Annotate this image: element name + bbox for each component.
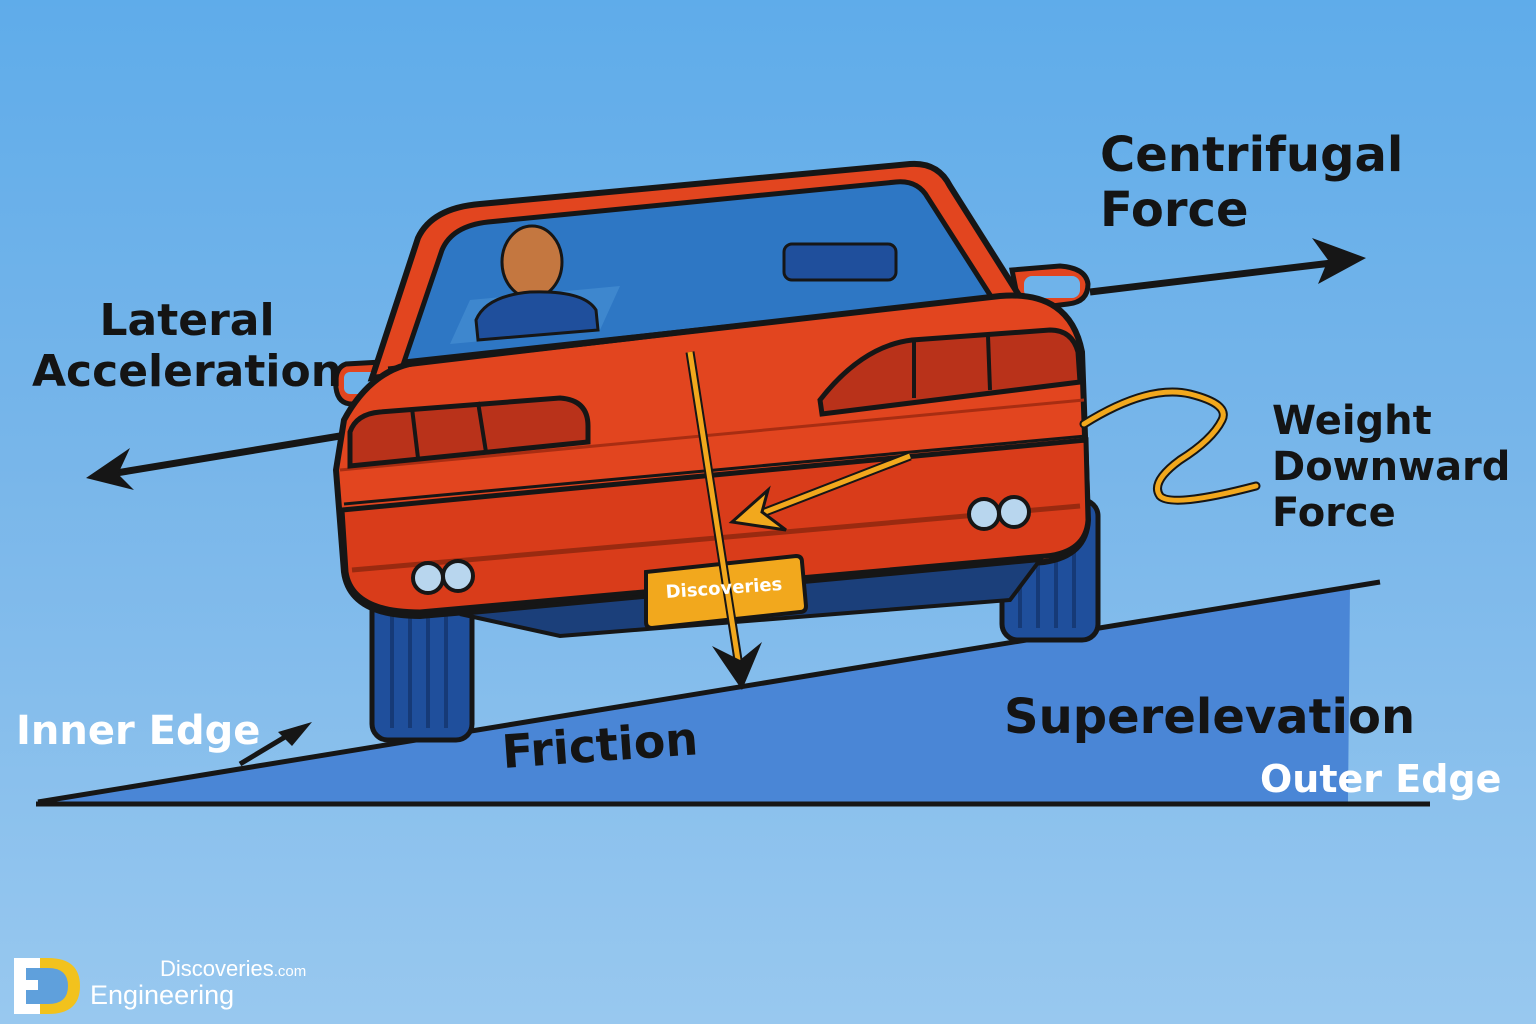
- engineering-discoveries-logo[interactable]: Discoveries.com Engineering: [10, 952, 340, 1018]
- outer-edge-label: Outer Edge: [1260, 757, 1502, 801]
- weight-line1: Weight: [1272, 398, 1432, 444]
- logo-suffix: .com: [273, 963, 307, 980]
- left-taillight: [347, 395, 591, 469]
- lateral-acceleration-label: Lateral Acceleration: [32, 295, 343, 397]
- centrifugal-force-label: Centrifugal Force: [1100, 127, 1404, 239]
- right-exhaust: [967, 495, 1031, 531]
- logo-line1: Discoveries.com: [160, 956, 306, 982]
- inner-edge-arrow: [238, 722, 312, 767]
- weight-downward-arrow: [685, 351, 762, 690]
- lateral-component-arrow: [728, 451, 912, 532]
- centrifugal-line2: Force: [1100, 182, 1249, 239]
- logo-name: Discoveries: [160, 956, 274, 981]
- lateral-line1: Lateral: [99, 295, 275, 346]
- weight-line3: Force: [1272, 490, 1396, 536]
- lateral-line2: Acceleration: [32, 345, 343, 397]
- superelevation-label: Superelevation: [1004, 689, 1416, 745]
- left-rear-tire: [369, 585, 475, 743]
- right-taillight: [817, 327, 1083, 417]
- weight-downward-force-label: Weight Downward Force: [1272, 398, 1510, 536]
- weight-line2: Downward: [1272, 444, 1511, 490]
- ed-logo-icon: [14, 958, 80, 1014]
- centrifugal-force-arrow: [1089, 238, 1366, 296]
- lateral-acceleration-arrow: [86, 432, 341, 490]
- centrifugal-line1: Centrifugal: [1100, 127, 1404, 183]
- inner-edge-label: Inner Edge: [16, 708, 261, 754]
- driver: [474, 224, 898, 342]
- car: [332, 160, 1092, 639]
- logo-line2: Engineering: [90, 980, 235, 1010]
- left-exhaust: [411, 559, 475, 595]
